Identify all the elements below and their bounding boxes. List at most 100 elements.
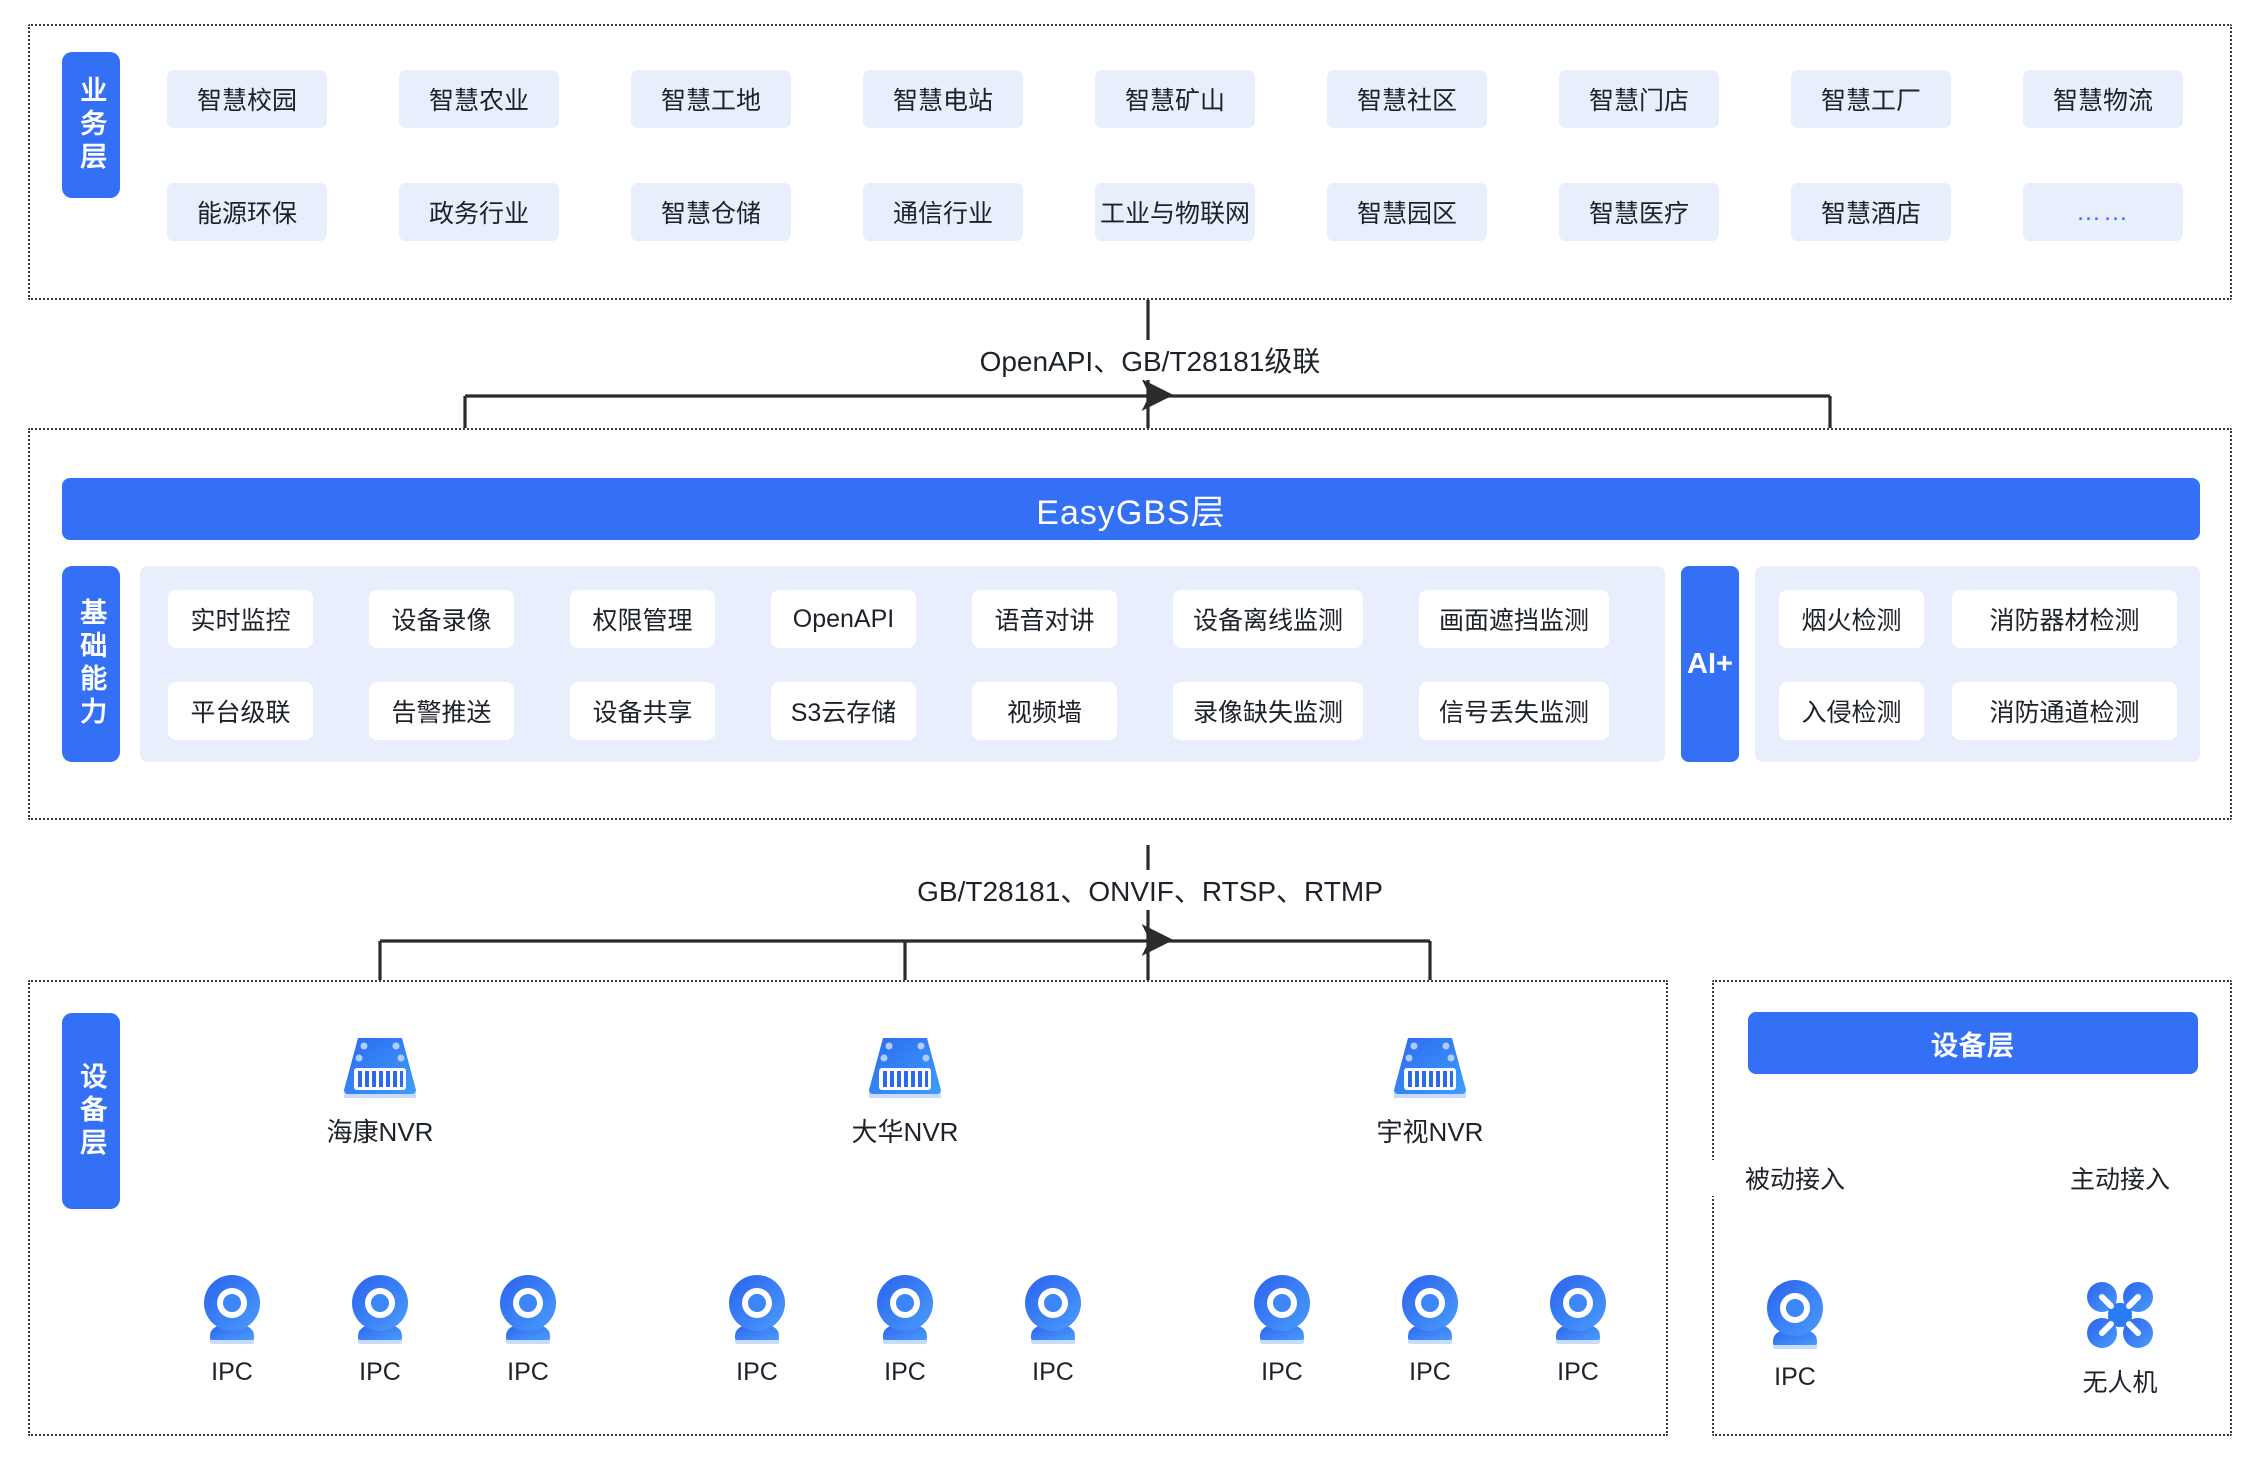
ipc-label: IPC bbox=[1774, 1363, 1816, 1391]
nvr-label: 宇视NVR bbox=[1376, 1117, 1484, 1147]
business-chip[interactable]: 工业与物联网 bbox=[1095, 183, 1255, 241]
business-chip[interactable]: 智慧校园 bbox=[167, 70, 327, 128]
capability-tile[interactable]: OpenAPI bbox=[771, 590, 916, 648]
ipc-label: IPC bbox=[359, 1358, 401, 1386]
nvr-node[interactable]: 宇视NVR bbox=[1365, 1032, 1495, 1149]
chip-label: 智慧矿山 bbox=[1124, 87, 1225, 115]
capability-label: 实时监控 bbox=[190, 607, 291, 635]
business-chip[interactable]: 政务行业 bbox=[399, 183, 559, 241]
capability-tile[interactable]: S3云存储 bbox=[771, 682, 916, 740]
drone-icon bbox=[2087, 1282, 2153, 1348]
chip-label: 工业与物联网 bbox=[1099, 200, 1250, 228]
business-chip[interactable]: 智慧工厂 bbox=[1791, 70, 1951, 128]
ipc-label: IPC bbox=[884, 1358, 926, 1386]
chip-label: 智慧电站 bbox=[892, 87, 993, 115]
business-chip[interactable]: 智慧酒店 bbox=[1791, 183, 1951, 241]
chip-label: 智慧物流 bbox=[2052, 87, 2153, 115]
chip-label: 智慧校园 bbox=[196, 87, 297, 115]
business-chip[interactable]: 能源环保 bbox=[167, 183, 327, 241]
platform-capability-tab: 基础能力 bbox=[62, 566, 120, 762]
capability-tile[interactable]: 设备共享 bbox=[570, 682, 715, 740]
business-layer-tab-label: 业务层 bbox=[76, 75, 107, 175]
capability-tile[interactable]: 视频墙 bbox=[972, 682, 1117, 740]
ipc-label: IPC bbox=[736, 1358, 778, 1386]
ai-capability-tile[interactable]: 入侵检测 bbox=[1779, 682, 1924, 740]
ai-plus-label: AI+ bbox=[1687, 647, 1733, 680]
nvr-label: 海康NVR bbox=[326, 1117, 434, 1147]
capability-tile[interactable]: 画面遮挡监测 bbox=[1419, 590, 1609, 648]
ipc-label: IPC bbox=[211, 1358, 253, 1386]
capability-tile[interactable]: 录像缺失监测 bbox=[1173, 682, 1363, 740]
nvr-node[interactable]: 大华NVR bbox=[840, 1032, 970, 1149]
ai-capability-label: 消防器材检测 bbox=[1989, 607, 2140, 635]
business-chip[interactable]: 智慧医疗 bbox=[1559, 183, 1719, 241]
capability-label: S3云存储 bbox=[790, 699, 897, 727]
ipc-node-right[interactable]: IPC bbox=[1750, 1275, 1840, 1392]
capability-tile[interactable]: 告警推送 bbox=[369, 682, 514, 740]
business-chip[interactable]: 智慧园区 bbox=[1327, 183, 1487, 241]
device-layer-left-container bbox=[28, 980, 1668, 1436]
nvr-label: 大华NVR bbox=[851, 1117, 959, 1147]
capability-tile[interactable]: 信号丢失监测 bbox=[1419, 682, 1609, 740]
business-chip[interactable]: 智慧工地 bbox=[631, 70, 791, 128]
business-layer-tab: 业务层 bbox=[62, 52, 120, 198]
chip-label: 智慧工地 bbox=[660, 87, 761, 115]
nvr-node[interactable]: 海康NVR bbox=[315, 1032, 445, 1149]
capability-tile[interactable]: 实时监控 bbox=[168, 590, 313, 648]
capability-label: 视频墙 bbox=[1006, 699, 1082, 727]
camera-icon bbox=[729, 1275, 785, 1344]
business-chip[interactable]: 智慧仓储 bbox=[631, 183, 791, 241]
access-mode-label: 被动接入 bbox=[1700, 1160, 1890, 1196]
business-chip[interactable]: 通信行业 bbox=[863, 183, 1023, 241]
business-chip[interactable]: 智慧社区 bbox=[1327, 70, 1487, 128]
ai-capability-tile[interactable]: 消防器材检测 bbox=[1952, 590, 2177, 648]
capability-label: 信号丢失监测 bbox=[1438, 699, 1589, 727]
bottom-bus-label: GB/T28181、ONVIF、RTSP、RTMP bbox=[880, 870, 1420, 910]
ipc-node[interactable]: IPC bbox=[1385, 1270, 1475, 1387]
easygbs-banner: EasyGBS层 bbox=[62, 478, 2200, 540]
easygbs-banner-label: EasyGBS层 bbox=[1036, 493, 1226, 532]
camera-icon bbox=[352, 1275, 408, 1344]
device-layer-left-tab: 设备层 bbox=[62, 1013, 120, 1209]
ipc-node[interactable]: IPC bbox=[712, 1270, 802, 1387]
business-chip[interactable]: 智慧矿山 bbox=[1095, 70, 1255, 128]
capability-label: 告警推送 bbox=[391, 699, 492, 727]
ipc-node[interactable]: IPC bbox=[860, 1270, 950, 1387]
business-chip[interactable]: 智慧门店 bbox=[1559, 70, 1719, 128]
ipc-node[interactable]: IPC bbox=[187, 1270, 277, 1387]
ipc-label: IPC bbox=[507, 1358, 549, 1386]
capability-label: 语音对讲 bbox=[994, 607, 1095, 635]
capability-tile[interactable]: 设备离线监测 bbox=[1173, 590, 1363, 648]
drone-node[interactable]: 无人机 bbox=[2075, 1275, 2165, 1399]
business-chip[interactable]: 智慧物流 bbox=[2023, 70, 2183, 128]
capability-label: 画面遮挡监测 bbox=[1438, 607, 1589, 635]
capability-tile[interactable]: 权限管理 bbox=[570, 590, 715, 648]
access-mode-label: 主动接入 bbox=[2025, 1160, 2215, 1196]
chip-label: 智慧酒店 bbox=[1820, 200, 1921, 228]
capability-tile[interactable]: 平台级联 bbox=[168, 682, 313, 740]
ipc-node[interactable]: IPC bbox=[483, 1270, 573, 1387]
device-layer-left-tab-label: 设备层 bbox=[76, 1061, 107, 1161]
business-chip[interactable]: 智慧农业 bbox=[399, 70, 559, 128]
business-layer-container bbox=[28, 24, 2232, 300]
chip-label: 通信行业 bbox=[892, 200, 993, 228]
capability-label: 设备共享 bbox=[592, 699, 693, 727]
business-chip[interactable]: 智慧电站 bbox=[863, 70, 1023, 128]
chip-label: 政务行业 bbox=[428, 200, 529, 228]
capability-label: 平台级联 bbox=[190, 699, 291, 727]
nvr-icon bbox=[1394, 1038, 1466, 1098]
ai-capability-tile[interactable]: 消防通道检测 bbox=[1952, 682, 2177, 740]
ai-capability-tile[interactable]: 烟火检测 bbox=[1779, 590, 1924, 648]
business-chip-more[interactable]: …… bbox=[2023, 183, 2183, 241]
ipc-node[interactable]: IPC bbox=[1237, 1270, 1327, 1387]
chip-label: 能源环保 bbox=[196, 200, 297, 228]
capability-tile[interactable]: 语音对讲 bbox=[972, 590, 1117, 648]
capability-tile[interactable]: 设备录像 bbox=[369, 590, 514, 648]
camera-icon bbox=[1254, 1275, 1310, 1344]
ipc-node[interactable]: IPC bbox=[1533, 1270, 1623, 1387]
ipc-node[interactable]: IPC bbox=[1008, 1270, 1098, 1387]
ipc-node[interactable]: IPC bbox=[335, 1270, 425, 1387]
ipc-label: IPC bbox=[1032, 1358, 1074, 1386]
top-bus-label: OpenAPI、GB/T28181级联 bbox=[935, 340, 1365, 380]
